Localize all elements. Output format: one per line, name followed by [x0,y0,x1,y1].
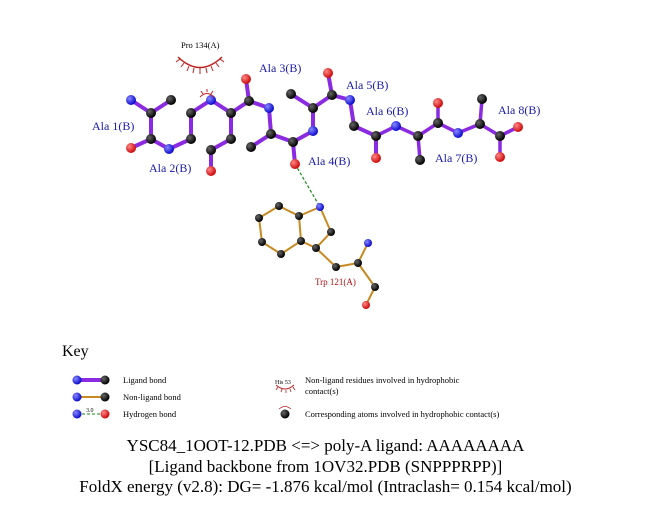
key-hbond-length: 3.0 [86,408,94,414]
residue-label-ala4: Ala 4(B) [308,154,350,168]
residue-label-ala1: Ala 1(B) [92,119,134,133]
key-hydrophobic-atom-label: Corresponding atoms involved in hydropho… [305,409,499,419]
key-hydrogen-bond-label: Hydrogen bond [123,409,177,419]
key-hydrophobic-residue-line1: Non-ligand residues involved in hydropho… [305,375,460,385]
residue-label-ala7: Ala 7(B) [435,151,477,165]
hydrophobic-contact-pro134: Pro 134(A) [175,40,225,74]
residue-label-ala8: Ala 8(B) [498,103,540,117]
key-nonligand-bond-label: Non-ligand bond [123,392,182,402]
residue-label-ala2: Ala 2(B) [149,161,191,175]
key-legend: Ligand bond Non-ligand bond 3.0 Hydrogen… [72,375,499,419]
trp121-bonds [257,205,377,306]
key-hydrophobic-residue-line2: contact(s) [305,386,339,396]
hydrogen-bond [294,163,321,208]
residue-label-ala5: Ala 5(B) [346,78,388,92]
residue-label-ala3: Ala 3(B) [259,61,301,75]
residue-label-trp121: Trp 121(A) [315,277,356,287]
residue-label-pro134: Pro 134(A) [181,40,220,50]
hydrophobic-atom-marker [199,89,215,98]
key-title: Key [62,343,89,360]
key-ligand-bond-label: Ligand bond [123,375,167,385]
key-his-label: His 53 [275,380,291,386]
atoms [126,68,523,309]
caption-line1: YSC84_1OOT-12.PDB <=> poly-A ligand: AAA… [126,436,525,455]
caption-line3: FoldX energy (v2.8): DG= -1.876 kcal/mol… [79,477,572,496]
residue-label-ala6: Ala 6(B) [366,104,408,118]
caption-line2: [Ligand backbone from 1OV32.PDB (SNPPPRP… [148,457,503,476]
